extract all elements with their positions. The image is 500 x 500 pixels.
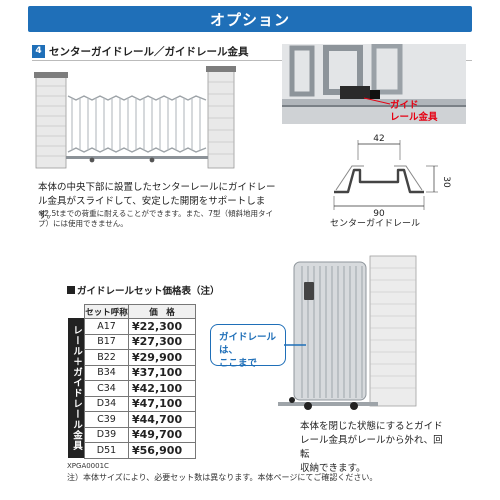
table-code: XPGA0001C <box>67 462 109 470</box>
dim-top-label: 42 <box>373 134 384 144</box>
guide-fitting-label-line1: ガイド <box>390 100 419 111</box>
table-row: C39¥44,700 <box>84 411 196 428</box>
set-cell: A17 <box>84 318 129 335</box>
set-cell: B17 <box>84 333 129 350</box>
table-row: D34¥47,100 <box>84 395 196 412</box>
header-band: オプション <box>28 6 472 32</box>
section-rule <box>32 60 472 61</box>
table-row: D39¥49,700 <box>84 426 196 443</box>
description: 本体の中央下部に設置したセンターレールにガイドレー ル金具がスライドして、安定し… <box>38 181 278 223</box>
table-side-label: レール＋ガイドレール金具 <box>68 318 84 458</box>
guide-fitting-label: ガイド レール金具 <box>390 100 438 124</box>
section-number: 4 <box>32 45 45 58</box>
price-cell: ¥42,100 <box>128 380 196 397</box>
price-cell: ¥37,100 <box>128 364 196 381</box>
set-cell: B34 <box>84 364 129 381</box>
closed-description-line1: 本体を閉じた状態にするとガイド <box>300 421 443 432</box>
price-cell: ¥22,300 <box>128 318 196 335</box>
table-header-price: 価 格 <box>128 304 196 319</box>
note-line1: ※2.5tまでの荷重に耐えることができます。また、7型（傾斜地用タイ <box>38 209 273 218</box>
set-cell: D34 <box>84 395 129 412</box>
closed-description: 本体を閉じた状態にするとガイド レール金具がレールから外れ、回転 収納できます。 <box>300 420 450 476</box>
price-cell: ¥29,900 <box>128 349 196 366</box>
gate-open-photo <box>32 66 238 172</box>
brick-pillar <box>369 255 417 407</box>
table-row: A17¥22,300 <box>84 318 196 335</box>
gate-closed-photo <box>258 252 436 422</box>
table-title: ガイドレールセット価格表（注） <box>67 283 220 297</box>
page-title: オプション <box>209 10 290 29</box>
rail-cross-section-diagram: 42 30 90 <box>333 134 451 219</box>
price-table: セット呼称 価 格 A17¥22,300 B17¥27,300 B22¥29,9… <box>84 304 196 459</box>
set-cell: D39 <box>84 426 129 443</box>
set-cell: C34 <box>84 380 129 397</box>
price-cell: ¥47,100 <box>128 395 196 412</box>
closed-description-line2: レール金具がレールから外れ、回転 <box>300 435 443 460</box>
rail-profile <box>334 168 424 194</box>
table-header-row: セット呼称 価 格 <box>84 304 196 319</box>
description-line2: ル金具がスライドして、安定した開閉をサポートします。 <box>38 196 266 221</box>
folded-gate <box>293 261 367 401</box>
table-row: B17¥27,300 <box>84 333 196 350</box>
note: ※2.5tまでの荷重に耐えることができます。また、7型（傾斜地用タイ プ）には使… <box>38 209 278 229</box>
brick-pillar-right <box>206 66 236 169</box>
guide-fitting-photo <box>282 44 466 124</box>
callout-line2: ここまで <box>219 358 258 369</box>
table-row: B22¥29,900 <box>84 349 196 366</box>
footnote: 注）本体サイズにより、必要セット数は異なります。本体ページにてご確認ください。 <box>67 473 378 482</box>
table-header-set: セット呼称 <box>84 304 129 319</box>
callout-line1: ガイドレールは、 <box>219 332 277 356</box>
price-cell: ¥27,300 <box>128 333 196 350</box>
dim-bottom-label: 90 <box>373 209 385 219</box>
rail-caption: センターガイドレール <box>330 219 421 229</box>
guide-rail-callout: ガイドレールは、 ここまで <box>210 324 286 369</box>
table-title-text: ガイドレールセット価格表（注） <box>77 286 220 297</box>
closed-description-line3: 収納できます。 <box>300 463 366 474</box>
leader-line <box>363 97 391 105</box>
set-cell: C39 <box>84 411 129 428</box>
set-cell: B22 <box>84 349 129 366</box>
section-title: センターガイドレール／ガイドレール金具 <box>49 46 249 58</box>
ground-rail <box>66 156 208 159</box>
dim-height-label: 30 <box>441 176 451 188</box>
brick-pillar-left <box>34 72 68 169</box>
guide-fitting-label-line2: レール金具 <box>390 112 438 123</box>
set-cell: D51 <box>84 442 129 459</box>
square-bullet-icon <box>67 286 75 294</box>
note-line2: プ）には使用できません。 <box>38 219 128 228</box>
price-cell: ¥49,700 <box>128 426 196 443</box>
section-heading: 4 センターガイドレール／ガイドレール金具 <box>32 44 249 59</box>
description-line1: 本体の中央下部に設置したセンターレールにガイドレー <box>38 182 276 193</box>
table-row: B34¥37,100 <box>84 364 196 381</box>
callout-pointer <box>284 344 306 346</box>
table-row: D51¥56,900 <box>84 442 196 459</box>
price-cell: ¥44,700 <box>128 411 196 428</box>
table-row: C34¥42,100 <box>84 380 196 397</box>
price-cell: ¥56,900 <box>128 442 196 459</box>
